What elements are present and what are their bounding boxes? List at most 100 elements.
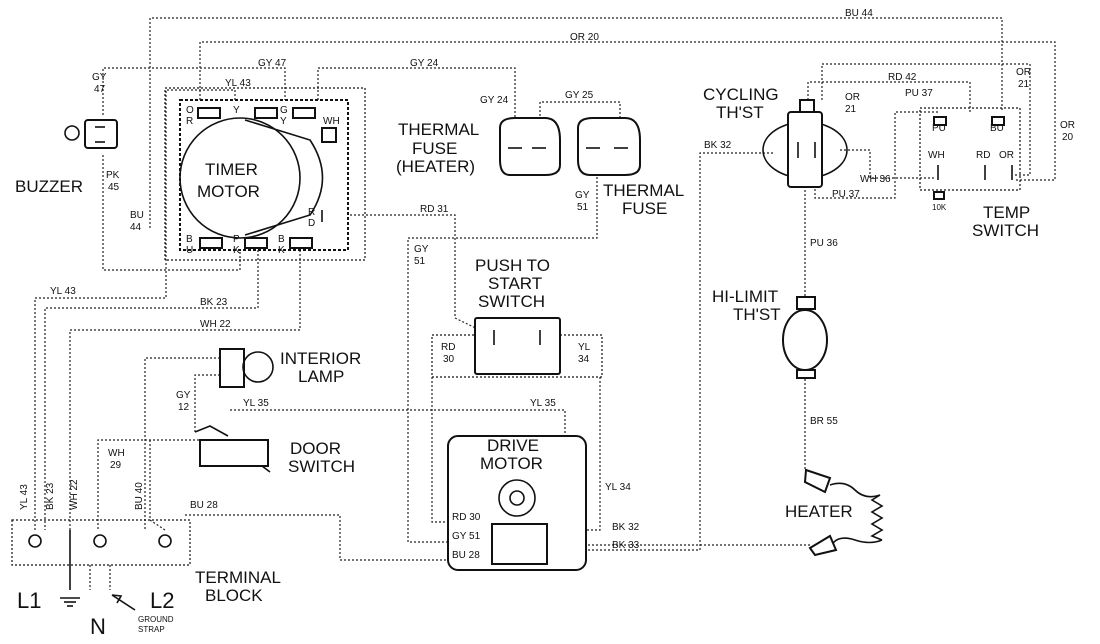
term-pk-b: K [233, 245, 240, 256]
wire-gy24-top: GY 24 [410, 58, 439, 69]
term-gy-a: G [280, 105, 288, 116]
wire-or21c-b: 21 [1018, 79, 1030, 90]
push-label-2: START [488, 274, 542, 293]
wire-bu44-left-a: BU [130, 210, 144, 221]
wire-or21c-a: OR [1016, 67, 1031, 78]
ground-strap-label-2: STRAP [138, 625, 165, 634]
n-label: N [90, 614, 106, 639]
wire-pu37-bottom: PU 37 [832, 189, 860, 200]
wire-wh22-mid: WH 22 [200, 319, 231, 330]
hi-limit-thermostat: HI-LIMIT TH'ST [712, 287, 828, 379]
heater: HEATER [785, 468, 884, 557]
wire-bu44-top: BU 44 [845, 8, 873, 19]
term-pk-a: P [233, 234, 240, 245]
thermal-fuse-label-2: FUSE [622, 199, 667, 218]
wire-rd30-a: RD [441, 342, 455, 353]
thermal-fuse-heater-label-1: THERMAL [398, 120, 479, 139]
wire-bk32-motor: BK 32 [612, 522, 640, 533]
wire-bu40-vertical: BU 40 [134, 482, 145, 510]
thermal-fuse-heater-label-3: (HEATER) [396, 157, 475, 176]
push-label-3: SWITCH [478, 292, 545, 311]
wire-yl43-mid: YL 43 [50, 286, 76, 297]
term-rd-b: D [308, 218, 315, 229]
wire-wh29-a: WH [108, 448, 125, 459]
wire-bu: BU [990, 123, 1004, 134]
thermal-fuse-heater: THERMAL FUSE (HEATER) [396, 117, 561, 176]
wire-gy51-left-b: 51 [414, 256, 426, 267]
wire-gy51-right-b: 51 [577, 202, 589, 213]
term-or-b: R [186, 116, 193, 127]
wire-wh29-b: 29 [110, 460, 122, 471]
hi-limit-label-2: TH'ST [733, 305, 781, 324]
term-rd-a: R [308, 207, 315, 218]
door-switch-label-1: DOOR [290, 439, 341, 458]
wire-pu37-top: PU 37 [905, 88, 933, 99]
timer-motor: TIMER MOTOR O R Y G Y WH B U P K B K R D [179, 99, 349, 256]
wires [11, 17, 1056, 590]
wire-or20-top: OR 20 [570, 32, 599, 43]
wire-yl34-a: YL [578, 342, 591, 353]
wire-yl43-top: YL 43 [225, 78, 251, 89]
wire-gy12-a: GY [176, 390, 191, 401]
wire-yl35-right: YL 35 [530, 398, 556, 409]
wire-br55: BR 55 [810, 416, 838, 427]
wire-or20-right-a: OR [1060, 120, 1075, 131]
term-bu-b: U [186, 245, 193, 256]
wire-gy47-left-a: GY [92, 72, 107, 83]
thermal-fuse: THERMAL FUSE [577, 117, 684, 218]
wire-pu: PU [932, 123, 946, 134]
wire-wh: WH [928, 150, 945, 161]
wire-gy24-fuse: GY 24 [480, 95, 509, 106]
wire-wh36: WH 36 [860, 174, 891, 185]
wire-bu28-motor: BU 28 [452, 550, 480, 561]
wire-pk45-b: 45 [108, 182, 120, 193]
lamp-label-2: LAMP [298, 367, 344, 386]
wire-gy47-top: GY 47 [258, 58, 287, 69]
terminal-block-label-1: TERMINAL [195, 568, 281, 587]
temp-switch: TEMP SWITCH [933, 116, 1039, 240]
push-to-start-switch: PUSH TO START SWITCH [474, 256, 561, 375]
wire-or21-a: OR [845, 92, 860, 103]
thermal-fuse-heater-label-2: FUSE [412, 139, 457, 158]
l1-label: L1 [17, 588, 41, 613]
ground-strap-label-1: GROUND [138, 615, 174, 624]
wire-gy12-b: 12 [178, 402, 190, 413]
wire-bu28-top: BU 28 [190, 500, 218, 511]
wire-gy51-right-a: GY [575, 190, 590, 201]
hi-limit-label-1: HI-LIMIT [712, 287, 778, 306]
wire-yl35-left: YL 35 [243, 398, 269, 409]
wire-bk33: BK 33 [612, 540, 640, 551]
wire-labels: BU 44 OR 20 GY 47 GY 24 YL 43 GY 24 GY 2… [19, 8, 1075, 561]
drive-motor: DRIVE MOTOR [447, 435, 587, 571]
thermal-fuse-label-1: THERMAL [603, 181, 684, 200]
wire-pu36: PU 36 [810, 238, 838, 249]
wire-10k: 10K [932, 203, 947, 212]
buzzer-label: BUZZER [15, 177, 83, 196]
door-switch: DOOR SWITCH [194, 425, 355, 476]
l2-label: L2 [150, 588, 174, 613]
terminal-block: L1 N L2 GROUND STRAP TERMINAL BLOCK [17, 530, 281, 639]
buzzer: BUZZER [15, 119, 118, 196]
wire-bk32-top: BK 32 [704, 140, 732, 151]
push-label-1: PUSH TO [475, 256, 550, 275]
wire-or: OR [999, 150, 1014, 161]
door-switch-label-2: SWITCH [288, 457, 355, 476]
wire-or21-b: 21 [845, 104, 857, 115]
cycling-thst-label-1: CYCLING [703, 85, 779, 104]
drive-motor-label-2: MOTOR [480, 454, 543, 473]
wire-rd31: RD 31 [420, 204, 449, 215]
wire-gy51-left-a: GY [414, 244, 429, 255]
wire-rd30-motor: RD 30 [452, 512, 481, 523]
temp-switch-label-2: SWITCH [972, 221, 1039, 240]
wire-rd42: RD 42 [888, 72, 917, 83]
terminal-block-label-2: BLOCK [205, 586, 263, 605]
wire-yl34-b: 34 [578, 354, 590, 365]
wire-wh22-vertical: WH 22 [69, 479, 80, 510]
wire-or20-right-b: 20 [1062, 132, 1074, 143]
wire-pk45-a: PK [106, 170, 120, 181]
wire-bu44-left-b: 44 [130, 222, 142, 233]
wire-gy47-left-b: 47 [94, 84, 106, 95]
term-bk-b: K [278, 245, 285, 256]
cycling-thst-label-2: TH'ST [716, 103, 764, 122]
